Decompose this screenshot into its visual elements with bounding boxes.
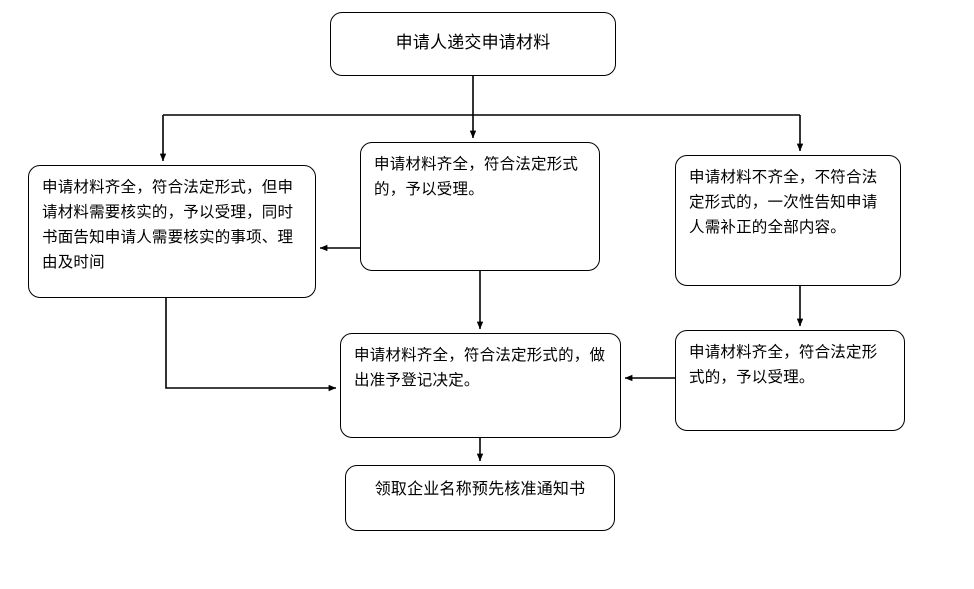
node-verify-needed[interactable]: 申请材料齐全，符合法定形式，但申请材料需要核实的，予以受理，同时书面告知申请人需… (28, 165, 316, 298)
node-submit[interactable]: 申请人递交申请材料 (330, 12, 616, 76)
node-receive-notice[interactable]: 领取企业名称预先核准通知书 (345, 465, 615, 531)
node-accept-top-label: 申请材料齐全，符合法定形式的，予以受理。 (374, 155, 579, 199)
edge-verify-needed-to-approve (165, 298, 337, 392)
node-verify-needed-label: 申请材料齐全，符合法定形式，但申请材料需要核实的，予以受理，同时书面告知申请人需… (42, 178, 294, 272)
node-approve-label: 申请材料齐全，符合法定形式的，做出准予登记决定。 (354, 346, 606, 390)
node-approve[interactable]: 申请材料齐全，符合法定形式的，做出准予登记决定。 (340, 333, 621, 438)
node-accept-top[interactable]: 申请材料齐全，符合法定形式的，予以受理。 (360, 142, 600, 271)
node-incomplete[interactable]: 申请材料不齐全，不符合法定形式的，一次性告知申请人需补正的全部内容。 (675, 155, 901, 286)
node-accept-right-label: 申请材料齐全，符合法定形式的，予以受理。 (689, 343, 878, 387)
node-accept-right[interactable]: 申请材料齐全，符合法定形式的，予以受理。 (675, 330, 905, 431)
node-incomplete-label: 申请材料不齐全，不符合法定形式的，一次性告知申请人需补正的全部内容。 (689, 168, 878, 237)
node-receive-notice-label: 领取企业名称预先核准通知书 (374, 479, 586, 498)
node-submit-label: 申请人递交申请材料 (395, 33, 551, 54)
